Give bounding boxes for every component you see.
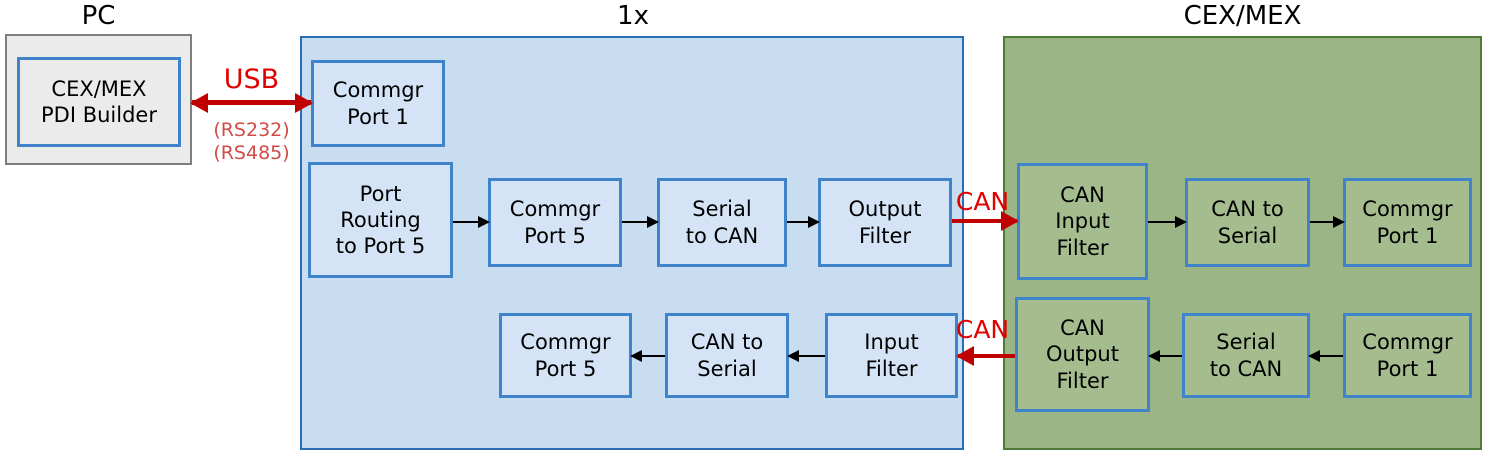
node-unit-output-filter: Output Filter [818,178,952,267]
flow-arrow-inputfilter-to-can2serial [787,350,825,362]
flow-arrow-port5-to-serial2can [622,216,659,228]
flow-arrow-port1-to-serial2can [1308,350,1343,362]
node-unit-input-filter: Input Filter [825,313,958,398]
flow-arrow-can2serial-to-port1 [1310,216,1345,228]
node-cex-serial-to-can: Serial to CAN [1182,313,1310,398]
node-unit-commgr-port1: Commgr Port 1 [311,60,445,147]
flow-arrow-serial2can-to-canoutput [1148,350,1182,362]
usb-link-label: USB [223,64,280,95]
can-link-arrow-bottom [958,354,1015,358]
node-cex-commgr-port1-bottom: Commgr Port 1 [1343,313,1472,398]
flow-arrow-routing-to-port5 [453,216,490,228]
node-unit-commgr-port5-top: Commgr Port 5 [488,178,622,267]
pc-region-title: PC [81,1,116,31]
node-unit-serial-to-can: Serial to CAN [657,178,787,267]
flow-arrow-caninput-to-can2serial [1148,216,1187,228]
node-cex-commgr-port1-top: Commgr Port 1 [1343,178,1472,267]
cexmex-region-title: CEX/MEX [1183,1,1302,31]
node-cex-can-to-serial: CAN to Serial [1185,178,1310,267]
node-pdi-builder: CEX/MEX PDI Builder [17,57,181,147]
can-link-label-bottom: CAN [955,315,1010,344]
flow-arrow-serial2can-to-outputfilter [787,216,820,228]
can-link-label-top: CAN [955,187,1010,216]
node-cex-can-input-filter: CAN Input Filter [1017,163,1148,280]
node-unit-port-routing: Port Routing to Port 5 [308,162,453,278]
rs232-label: (RS232) [213,119,290,141]
node-unit-commgr-port5-bottom: Commgr Port 5 [499,313,632,398]
unit-region-title: 1x [617,1,649,31]
node-unit-can-to-serial: CAN to Serial [665,313,789,398]
usb-link-arrow [192,100,311,105]
flow-arrow-can2serial-to-port5 [630,350,665,362]
can-link-arrow-top [952,219,1017,223]
rs485-label: (RS485) [213,142,290,164]
node-cex-can-output-filter: CAN Output Filter [1015,297,1150,412]
